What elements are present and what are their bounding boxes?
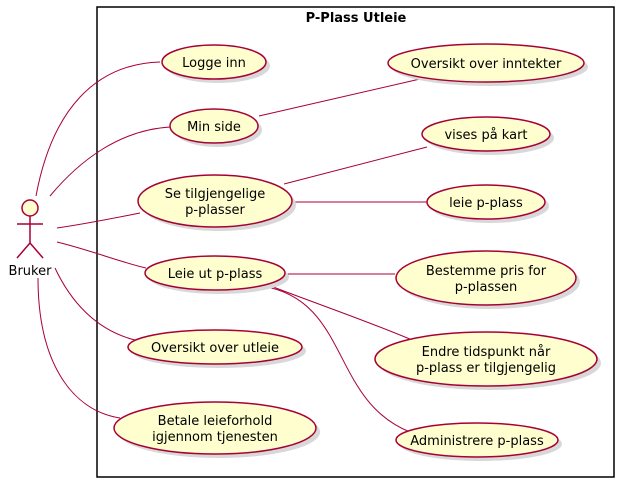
link-leie-ut-endre-tidspunkt — [267, 284, 413, 341]
usecase-label: leie p-plass — [449, 196, 523, 211]
usecase-label: Logge inn — [182, 56, 246, 71]
association-leie-ut — [56, 241, 147, 269]
usecase-label: Administrere p-plass — [410, 434, 544, 449]
usecase-ellipse — [426, 184, 546, 220]
actor-bruker: Bruker — [9, 199, 53, 279]
association-logg-inn — [35, 61, 161, 197]
link-min-side-oversikt-inntekter — [258, 78, 421, 117]
usecase-label: p-plassen — [455, 280, 518, 295]
system-title: P-Plass Utleie — [306, 11, 407, 26]
usecase-ellipse — [421, 116, 551, 152]
association-betale — [37, 277, 121, 419]
link-se-tilgjengelige-vises-paa-kart — [283, 146, 428, 185]
actor-associations — [35, 61, 171, 419]
usecase-administrere: Administrere p-plass — [395, 422, 562, 461]
usecase-label: p-plass er tilgjengelig — [416, 361, 556, 376]
usecase-ellipse — [161, 44, 267, 80]
actor-head — [21, 199, 39, 217]
usecase-logg-inn: Logge inn — [161, 44, 270, 83]
usecase-label: p-plasser — [185, 203, 245, 218]
usecase-ellipse — [113, 401, 317, 455]
association-se-tilgjengelige — [56, 212, 141, 229]
usecase-ellipse — [169, 108, 259, 144]
usecase-label: vises på kart — [444, 128, 527, 143]
usecase-label: Se tilgjengelige — [165, 187, 266, 202]
usecase-label: Leie ut p-plass — [168, 267, 263, 282]
usecase-label: Endre tidspunkt når — [422, 345, 551, 360]
usecase-min-side: Min side — [169, 108, 262, 147]
usecase-label: igjennom tjenesten — [152, 430, 278, 445]
usecase-oversikt-utleie: Oversikt over utleie — [127, 329, 306, 368]
usecase-label: Oversikt over inntekter — [411, 57, 562, 72]
usecase-ellipse — [395, 250, 577, 306]
usecase-leie-ut: Leie ut p-plass — [144, 255, 289, 294]
usecase-label: Bestemme pris for — [426, 264, 547, 279]
usecase-ellipse — [374, 331, 598, 387]
usecase-label: Min side — [187, 120, 241, 135]
usecase-ellipse — [127, 329, 303, 365]
system-boundary — [96, 6, 615, 478]
usecase-ellipse — [144, 255, 286, 291]
usecase-label: Oversikt over utleie — [151, 341, 279, 356]
usecase-ellipse — [387, 43, 585, 83]
link-leie-ut-administrere — [261, 285, 411, 433]
usecase-ellipse — [137, 174, 293, 228]
usecase-links — [258, 78, 428, 433]
association-oversikt-utleie — [54, 267, 136, 341]
usecase-ellipse — [395, 422, 559, 458]
usecase-oversikt-inntekter: Oversikt over inntekter — [387, 43, 588, 86]
usecase-leie-p-plass: leie p-plass — [426, 184, 549, 223]
usecase-label: Betale leieforhold — [158, 414, 273, 429]
usecase-vises-paa-kart: vises på kart — [421, 116, 554, 155]
actor-label: Bruker — [9, 264, 53, 279]
association-min-side — [49, 126, 171, 197]
